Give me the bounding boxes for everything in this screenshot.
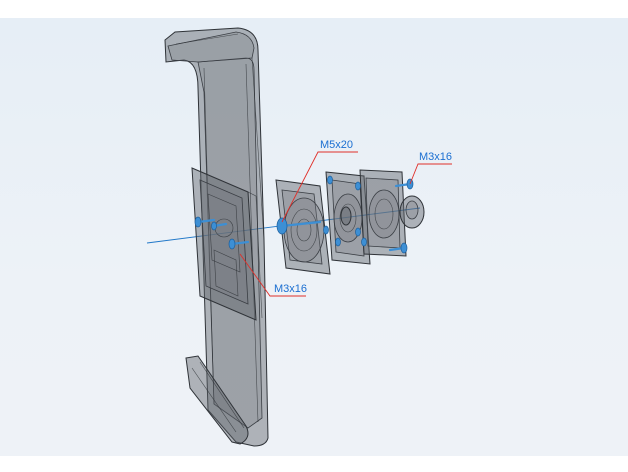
screws-m3x16-clamp [323, 175, 414, 254]
screws-m3x16-back-plate [194, 216, 250, 250]
callout-m3x16-bottom: M3x16 [239, 253, 307, 297]
screw-m5x20 [276, 217, 322, 235]
callout-m3x16-top: M3x16 [409, 151, 452, 185]
callout-m5x20: M5x20 [281, 139, 358, 223]
front-clamp-plate [359, 169, 425, 257]
spacer-plate [275, 179, 331, 275]
callout-label-m3x16-bottom: M3x16 [274, 283, 307, 295]
cad-viewport[interactable]: M5x20 M3x16 M3x16 [0, 18, 628, 456]
exploded-assembly-drawing: M5x20 M3x16 M3x16 [146, 27, 452, 447]
callout-label-m3x16-top: M3x16 [419, 151, 452, 163]
back-mounting-plate [191, 167, 263, 321]
callout-label-m5x20: M5x20 [320, 139, 353, 151]
